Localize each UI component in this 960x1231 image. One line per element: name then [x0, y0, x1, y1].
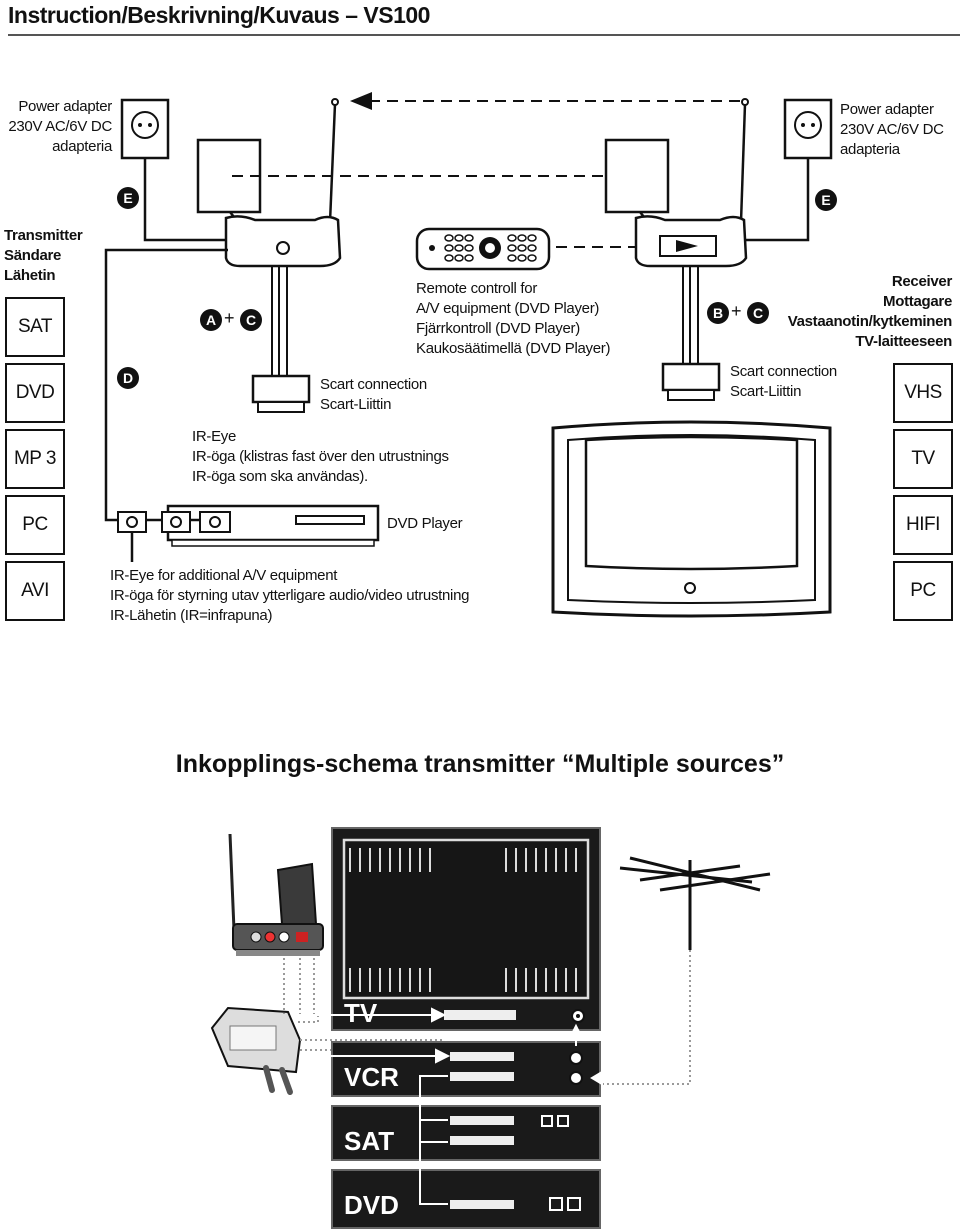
- marker-d: D: [117, 367, 139, 389]
- schema-title: Inkopplings-schema transmitter “Multiple…: [175, 750, 785, 778]
- dvd-unit-icon: [331, 1169, 601, 1229]
- stack-label-vcr: VCR: [344, 1062, 399, 1092]
- target-box-tv: TV: [893, 429, 953, 489]
- target-box-hifi: HIFI: [893, 495, 953, 555]
- multiple-sources-schema: TV VCR SAT DVD: [210, 827, 771, 1229]
- tv-unit-icon: [331, 827, 601, 1031]
- wall-socket-right-icon: [783, 98, 833, 160]
- scart-adapter-icon: [210, 1006, 302, 1095]
- source-box-dvd: DVD: [5, 363, 65, 423]
- stack-label-sat: SAT: [344, 1126, 394, 1156]
- wall-socket-left-icon: [120, 98, 170, 160]
- plus-sign-left: +: [224, 308, 235, 328]
- source-box-sat: SAT: [5, 297, 65, 357]
- marker-a: A: [200, 309, 222, 331]
- source-box-mp3: MP 3: [5, 429, 65, 489]
- marker-e-left: E: [117, 187, 139, 209]
- source-box-pc: PC: [5, 495, 65, 555]
- title-rule: [8, 34, 960, 36]
- target-box-pc: PC: [893, 561, 953, 621]
- wiring-diagram: [104, 92, 833, 618]
- ir-eye-icons: [117, 511, 231, 533]
- vcr-unit-icon: [331, 1041, 601, 1097]
- receiver-antenna-icon: [604, 138, 670, 223]
- transmitter-device-icon: [228, 833, 324, 956]
- target-box-vhs: VHS: [893, 363, 953, 423]
- tv-antenna-icon: [619, 856, 771, 950]
- dvd-player-label: DVD Player: [387, 515, 463, 532]
- marker-b: B: [707, 302, 729, 324]
- stack-label-tv: TV: [344, 998, 378, 1028]
- plus-sign-right: +: [731, 301, 742, 321]
- television-icon: [551, 420, 832, 618]
- source-box-avi: AVI: [5, 561, 65, 621]
- sat-unit-icon: [331, 1105, 601, 1161]
- page-title: Instruction/Beskrivning/Kuvaus – VS100: [8, 2, 430, 28]
- transmitter-antenna-icon: [196, 138, 262, 223]
- remote-control-icon: [415, 227, 551, 271]
- marker-c-right: C: [747, 302, 769, 324]
- marker-e-right: E: [815, 189, 837, 211]
- marker-c-left: C: [240, 309, 262, 331]
- receiver-unit-icon: [634, 215, 748, 268]
- transmitter-unit-icon: [224, 215, 342, 268]
- stack-label-dvd: DVD: [344, 1190, 399, 1220]
